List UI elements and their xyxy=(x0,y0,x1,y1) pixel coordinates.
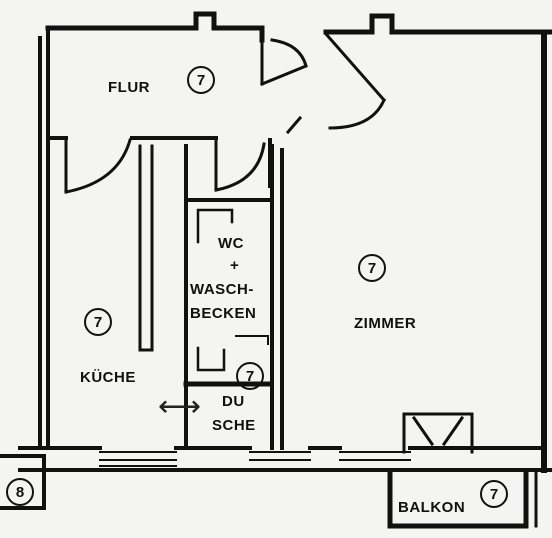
room-label-dusche-1: DU xyxy=(222,393,245,410)
door-kueche xyxy=(64,138,132,194)
door-entrance xyxy=(260,38,308,86)
room-number-balkon: 7 xyxy=(480,480,508,508)
wall-left xyxy=(38,26,50,450)
room-label-becken: BECKEN xyxy=(190,305,257,322)
room-label-balkon: BALKON xyxy=(398,499,466,516)
room-number-zimmer: 7 xyxy=(358,254,386,282)
wall-zimmer xyxy=(270,144,284,450)
room-label-flur: FLUR xyxy=(108,79,150,96)
balcony-rail xyxy=(387,469,529,529)
room-number-kueche: 7 xyxy=(84,308,112,336)
wall-top-right xyxy=(323,13,552,35)
wall-bad xyxy=(184,144,274,450)
room-number-dusche: 7 xyxy=(236,362,264,390)
door-bad xyxy=(214,138,266,192)
balcony-door xyxy=(402,412,474,454)
window-bad xyxy=(249,451,311,461)
room-label-wc-plus: + xyxy=(230,257,240,274)
sink xyxy=(196,346,226,372)
room-label-zimmer: ZIMMER xyxy=(354,315,417,332)
room-label-wasch: WASCH- xyxy=(190,281,254,298)
wall-top-left xyxy=(45,11,265,43)
room-label-dusche-2: SCHE xyxy=(212,417,256,434)
wall-schacht xyxy=(138,144,154,352)
room-label-kueche: KÜCHE xyxy=(80,369,136,386)
shower-tray xyxy=(235,335,269,345)
wall-bottom xyxy=(18,446,552,472)
door-flur-zimmer xyxy=(285,31,387,135)
window-zimmer xyxy=(339,451,411,461)
room-number-flur: 7 xyxy=(187,66,215,94)
wc-bowl xyxy=(196,208,234,244)
double-arrow-icon: ⟷ xyxy=(158,390,202,423)
window-kueche xyxy=(99,451,177,467)
room-number-neighbor: 8 xyxy=(6,478,34,506)
neighbor-box xyxy=(0,454,46,510)
room-label-wc: WC xyxy=(218,235,244,252)
